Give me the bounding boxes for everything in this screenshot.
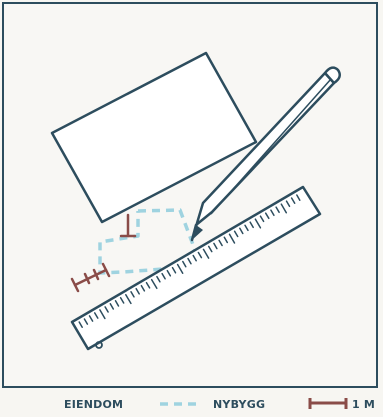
ruler-icon <box>70 185 322 351</box>
ruler-tick <box>249 221 254 229</box>
ruler-tick <box>187 257 192 265</box>
legend-distance-label: 1 M <box>352 398 376 411</box>
ruler-tick <box>285 200 291 208</box>
ruler-tick <box>228 233 236 244</box>
ruler-tick <box>114 300 120 307</box>
ruler-tick <box>83 318 89 325</box>
ruler-tick <box>259 215 265 223</box>
ruler-tick <box>161 272 166 280</box>
distance-marker-left <box>70 262 111 293</box>
ruler-tick <box>275 206 280 214</box>
ruler-tick <box>166 269 172 277</box>
ruler-tick <box>239 227 244 235</box>
ruler-tick <box>119 297 125 304</box>
ruler-tick <box>192 254 197 262</box>
ruler-tick <box>233 230 239 238</box>
ruler-tick <box>171 266 177 274</box>
ruler-tick <box>99 309 106 320</box>
ruler-tick <box>197 251 203 259</box>
ruler-tick <box>254 218 262 229</box>
ruler-tick <box>213 242 218 250</box>
property-outline <box>50 51 258 224</box>
ruler-tick <box>244 224 249 232</box>
ruler-tick <box>125 294 132 305</box>
ruler-tick <box>104 306 109 313</box>
ruler-tick <box>140 284 146 292</box>
ruler-tick <box>88 315 94 322</box>
ruler-tick <box>280 203 288 214</box>
ruler-tick <box>290 197 296 204</box>
legend-property-label: EIENDOM <box>64 398 124 411</box>
legend-distance-swatch <box>308 398 348 409</box>
ruler-tick <box>78 321 83 328</box>
ruler-tick <box>93 312 99 319</box>
pencil-icon <box>190 66 342 242</box>
ruler-tick <box>156 275 161 283</box>
ruler-tick <box>135 287 140 295</box>
ruler-tick <box>270 209 275 217</box>
ruler-tick <box>223 236 229 244</box>
ruler-tick <box>296 194 301 201</box>
distance-marker-top <box>119 213 137 238</box>
ruler-tick <box>218 239 223 247</box>
ruler-tick <box>145 281 151 289</box>
ruler-tick <box>150 278 158 290</box>
ruler-tick <box>109 303 115 310</box>
ruler-tick <box>176 263 184 274</box>
ruler-tick <box>182 260 187 268</box>
ruler-tick <box>202 248 210 259</box>
new-building-outline <box>98 208 197 275</box>
ruler-tick <box>207 245 213 253</box>
property-illustration <box>50 51 342 351</box>
legend-new-building-swatch <box>160 402 202 406</box>
legend-new-building-label: NYBYGG <box>213 398 266 411</box>
legend: EIENDOM NYBYGG 1 M <box>0 395 383 415</box>
ruler-tick <box>130 291 135 298</box>
ruler-tick <box>264 212 270 220</box>
